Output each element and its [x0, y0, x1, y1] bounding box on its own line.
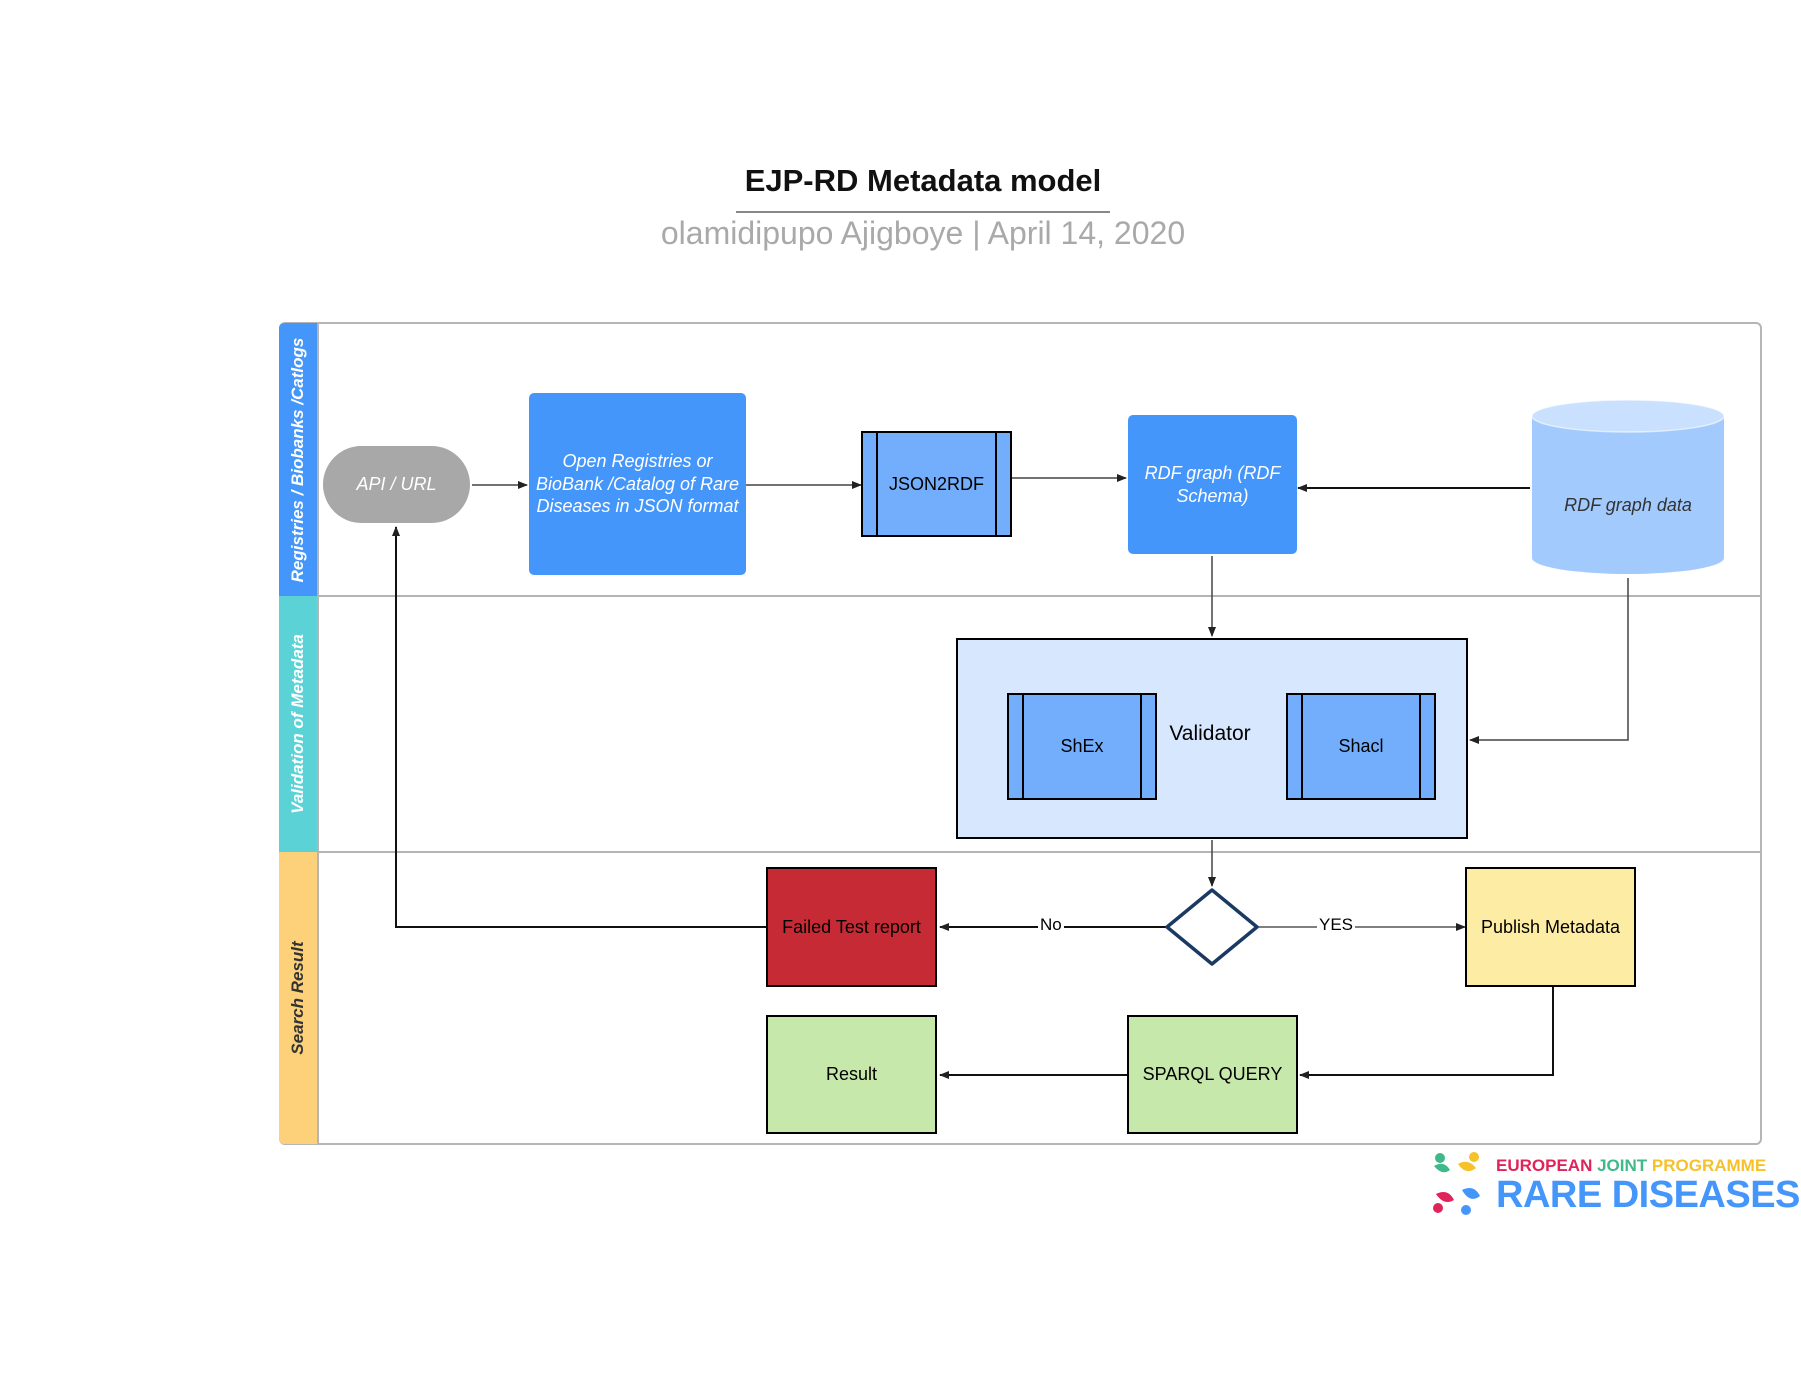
rdf-data-label: RDF graph data	[1564, 494, 1692, 515]
rdf-data-cylinder	[1531, 399, 1725, 574]
edge-publish-to-sparql	[1299, 987, 1554, 1079]
lane-label-validation: Validation of Metadata	[279, 596, 319, 852]
lane-label-search: Search Result	[279, 852, 319, 1144]
shex-node[interactable]: ShEx	[1007, 693, 1157, 800]
api-url-node[interactable]: API / URL	[323, 446, 470, 523]
edge-label-yes: YES	[1317, 915, 1356, 935]
edge-label-no: No	[1038, 915, 1064, 935]
sparql-query-node[interactable]: SPARQL QUERY	[1127, 1015, 1298, 1134]
shacl-node[interactable]: Shacl	[1286, 693, 1436, 800]
open-registries-node[interactable]: Open Registries or BioBank /Catalog of R…	[529, 393, 746, 575]
lane-divider-1	[319, 595, 1762, 597]
validator-label: Validator	[1169, 722, 1251, 745]
logo-word-joint: JOINT	[1597, 1156, 1648, 1175]
logo-text-line1: EUROPEAN JOINT PROGRAMME	[1496, 1156, 1766, 1176]
title-underline	[736, 211, 1110, 213]
rdf-graph-node[interactable]: RDF graph (RDF Schema)	[1128, 415, 1297, 554]
decision-diamond	[1165, 888, 1259, 966]
json2rdf-node[interactable]: JSON2RDF	[861, 431, 1012, 537]
edge-rdf-data-to-validator	[1469, 578, 1629, 744]
page-subtitle: olamidipupo Ajigboye | April 14, 2020	[660, 215, 1186, 251]
page-title: EJP-RD Metadata model	[744, 163, 1102, 198]
lane-divider-2	[319, 851, 1762, 853]
lane-label-registries: Registries / Biobanks /Catlogs	[279, 323, 319, 596]
ejp-rd-logo-icon	[1433, 1152, 1480, 1215]
edge-failed-to-api	[392, 526, 767, 928]
logo-word-european: EUROPEAN	[1496, 1156, 1593, 1175]
failed-test-report-node[interactable]: Failed Test report	[766, 867, 937, 987]
logo-word-programme: PROGRAMME	[1651, 1156, 1767, 1175]
logo-text-line2: RARE DISEASES	[1496, 1174, 1800, 1216]
result-node[interactable]: Result	[766, 1015, 937, 1134]
publish-metadata-node[interactable]: Publish Metadata	[1465, 867, 1636, 987]
